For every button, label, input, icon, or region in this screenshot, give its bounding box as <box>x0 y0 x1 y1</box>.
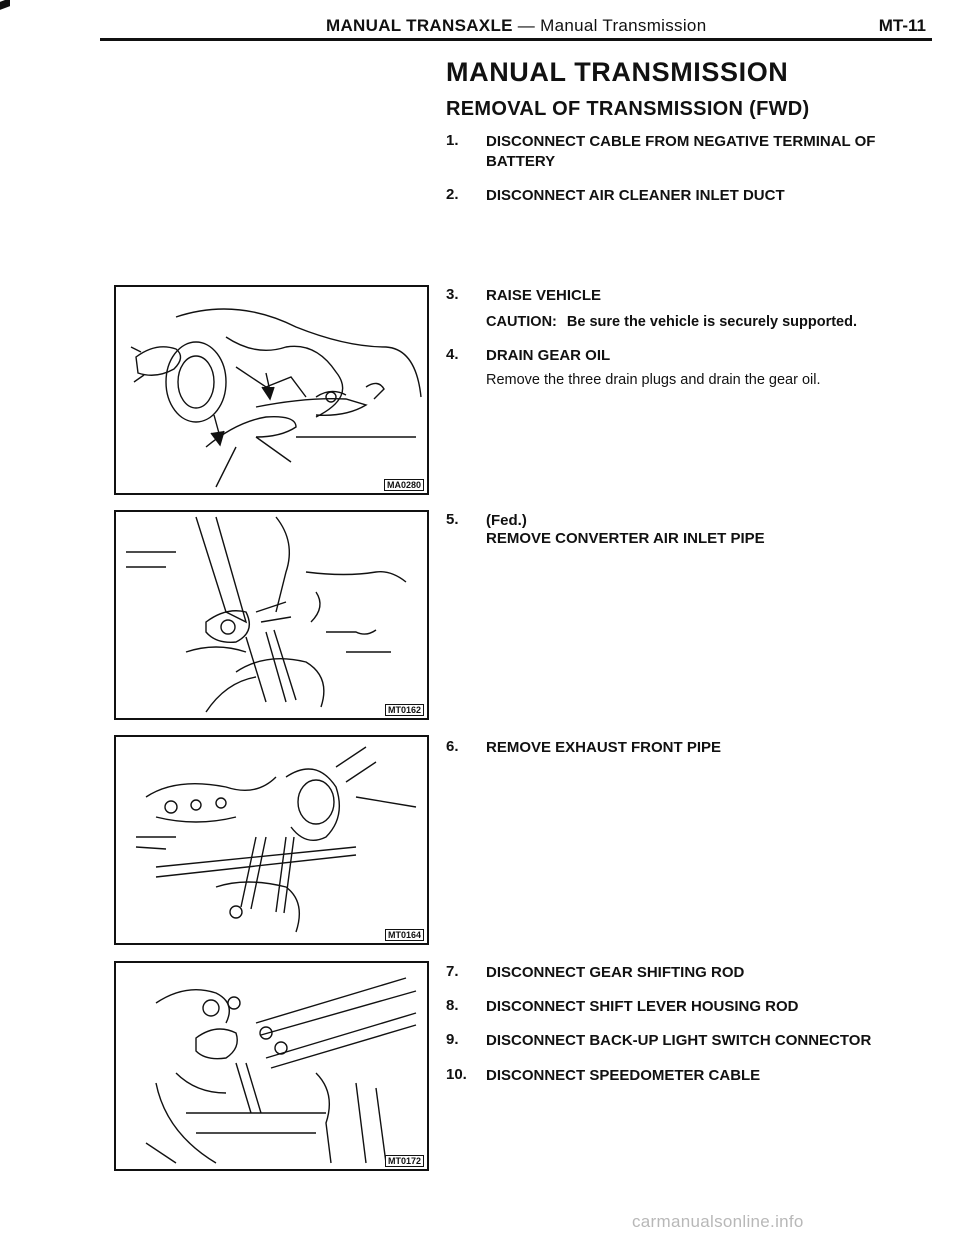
figure-drain-plugs: MA0280 <box>114 285 429 495</box>
step-number: 10. <box>446 1066 467 1083</box>
step-5-line-2: REMOVE CONVERTER AIR INLET PIPE <box>486 530 765 547</box>
caution-text: Be sure the vehicle is securely supporte… <box>566 314 858 330</box>
drain-note: Remove the three drain plugs and drain t… <box>486 372 821 388</box>
figure-shift-rod: MT0172 <box>114 961 429 1171</box>
header-subsection: Manual Transmission <box>540 16 707 35</box>
step-text: DRAIN GEAR OIL <box>486 347 611 364</box>
shift-rod-linkage-illustration-icon <box>145 977 417 1164</box>
drain-plug-illustration-icon <box>130 308 422 488</box>
step-text: DISCONNECT SHIFT LEVER HOUSING ROD <box>486 998 799 1015</box>
figure-code: MT0164 <box>384 929 424 941</box>
figure-code: MT0162 <box>384 704 424 716</box>
figure-code: MT0172 <box>384 1155 424 1167</box>
section-subtitle: REMOVAL OF TRANSMISSION (FWD) <box>446 98 810 120</box>
step-text: REMOVE EXHAUST FRONT PIPE <box>486 739 722 756</box>
header-dash: — <box>512 16 541 35</box>
caution-label: CAUTION: <box>486 314 557 330</box>
step-number: 6. <box>446 738 459 755</box>
page-header: MANUAL TRANSAXLE — Manual Transmission M… <box>100 10 930 40</box>
step-text: RAISE VEHICLE <box>486 287 602 304</box>
step-number: 7. <box>446 963 459 980</box>
step-number: 1. <box>446 132 459 149</box>
step-number: 9. <box>446 1031 459 1048</box>
header-title: MANUAL TRANSAXLE — Manual Transmission <box>326 16 706 36</box>
step-number: 3. <box>446 286 459 303</box>
step-text: (Fed.) <box>486 512 527 529</box>
step-text: DISCONNECT SPEEDOMETER CABLE <box>486 1067 761 1084</box>
figure-exhaust-pipe: MT0164 <box>114 735 429 945</box>
header-rule <box>100 38 932 41</box>
step-text: DISCONNECT BACK-UP LIGHT SWITCH CONNECTO… <box>486 1032 872 1049</box>
caution-note: CAUTION: Be sure the vehicle is securely … <box>486 314 857 330</box>
step-text: DISCONNECT CABLE FROM NEGATIVE TERMINAL … <box>486 133 876 170</box>
figure-converter-pipe: MT0162 <box>114 510 429 720</box>
header-section: MANUAL TRANSAXLE <box>326 16 513 35</box>
step-number: 4. <box>446 346 459 363</box>
step-text: DISCONNECT AIR CLEANER INLET DUCT <box>486 187 785 204</box>
step-number: 8. <box>446 997 459 1014</box>
step-number: 2. <box>446 186 459 203</box>
page-title: MANUAL TRANSMISSION <box>446 57 789 87</box>
step-number: 5. <box>446 511 459 528</box>
step-text: DISCONNECT GEAR SHIFTING ROD <box>486 964 745 981</box>
wrench-converter-pipe-illustration-icon <box>126 516 407 713</box>
page-code: MT-11 <box>878 16 926 35</box>
figure-code: MA0280 <box>383 479 424 491</box>
corner-mark <box>0 0 10 10</box>
watermark-footer: carmanualsonline.info <box>632 1212 804 1231</box>
exhaust-pipe-wrench-illustration-icon <box>135 746 417 933</box>
